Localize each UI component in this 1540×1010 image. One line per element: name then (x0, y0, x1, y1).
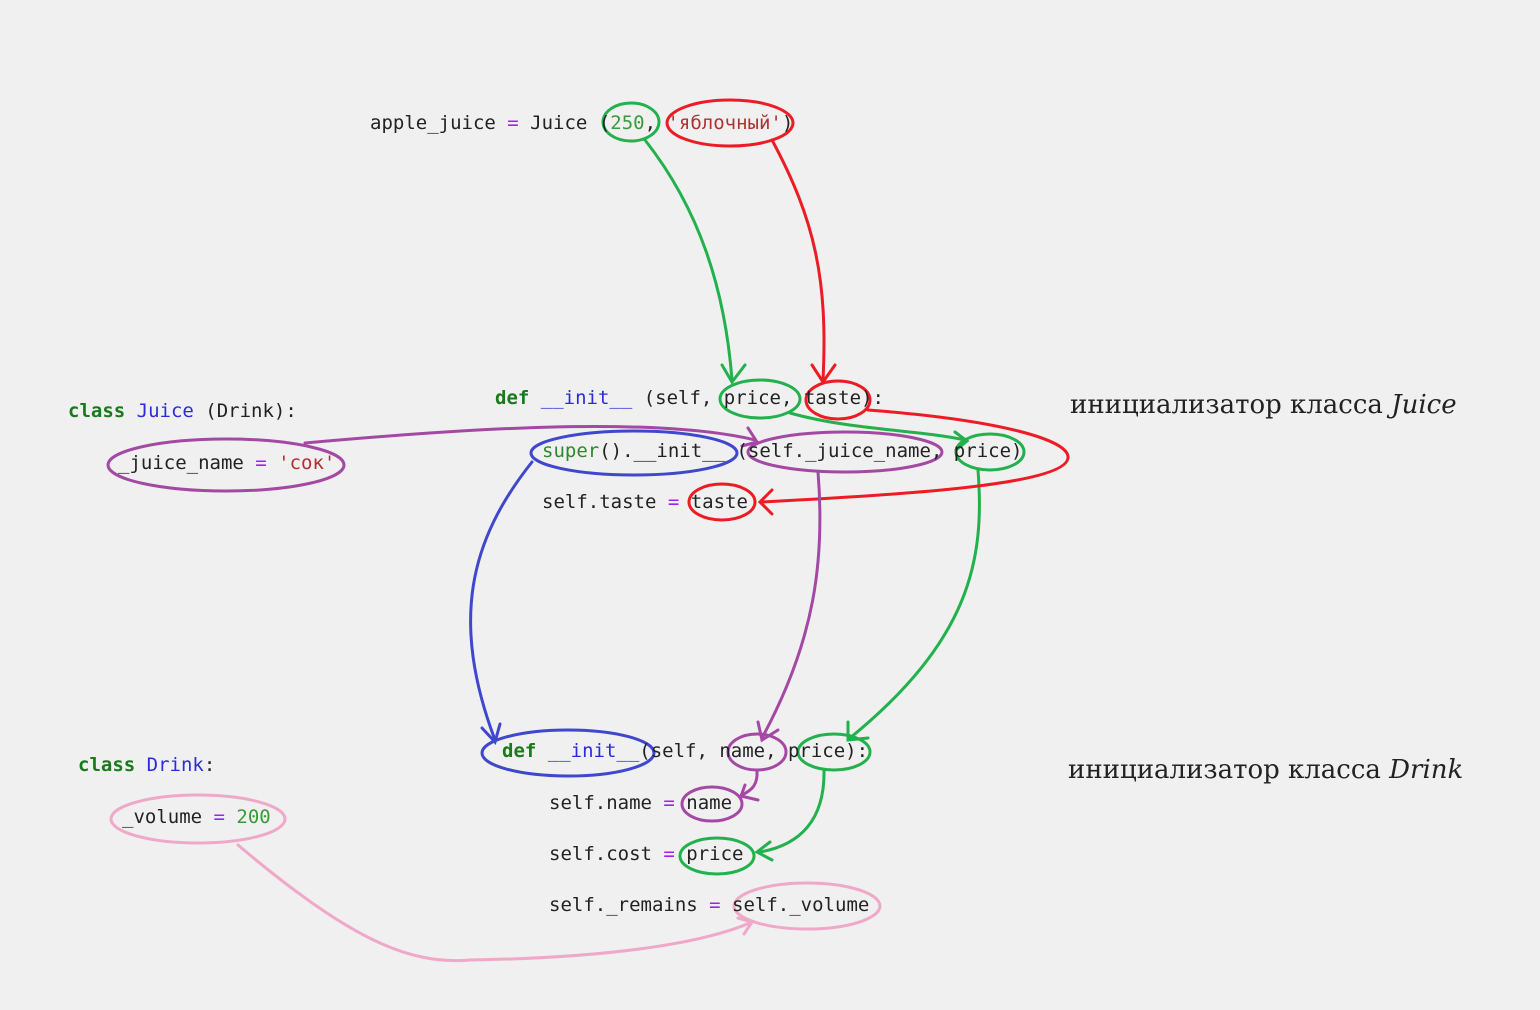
code-text: name (674, 792, 733, 814)
code-text: self._volume (720, 894, 870, 916)
class-name: Juice (125, 400, 194, 422)
keyword: class (78, 754, 136, 776)
call-line: apple_juice = Juice (250, 'яблочный') (370, 111, 793, 135)
label-class-name: Juice (1391, 390, 1457, 420)
keyword: def (495, 387, 530, 409)
drink-initializer-label: инициализатор класса Drink (1068, 755, 1463, 785)
juice-class-line: class Juice (Drink): (68, 399, 297, 423)
attr-name: _volume (122, 806, 203, 828)
operator: = (663, 792, 675, 814)
code-text: (self, price, taste): (632, 387, 884, 409)
green-price-flow (601, 101, 1026, 876)
operator: = (667, 491, 680, 513)
variable: apple_juice (370, 112, 496, 134)
operator: = (709, 894, 721, 916)
code-text: price (674, 843, 744, 865)
code-text: : (203, 754, 216, 776)
code-text: self._remains (549, 894, 710, 916)
blue-init-flow (469, 429, 739, 778)
class-ref: Juice (530, 112, 599, 134)
pink-volume-flow (109, 793, 882, 963)
operator: = (243, 452, 279, 474)
code-text: self.taste (542, 491, 668, 513)
drink-attr-line: _volume = 200 (122, 805, 271, 829)
drink-cost-line: self.cost = price (549, 842, 743, 866)
keyword: def (502, 740, 537, 762)
operator: = (663, 843, 675, 865)
operator: = (495, 112, 531, 134)
juice-init-line: def __init__ (self, price, taste): (495, 386, 884, 410)
code-text: ().__init__ (self._juice_name, price) (599, 440, 1023, 462)
red-taste-flow (665, 98, 1070, 522)
attr-name: _juice_name (118, 452, 244, 474)
price-arg: 250 (610, 112, 645, 134)
drink-class-line: class Drink: (78, 753, 215, 777)
drink-init-line: def __init__(self, name, price): (502, 739, 868, 763)
paren: ( (598, 112, 611, 134)
juice-super-line: super().__init__ (self._juice_name, pric… (542, 439, 1022, 463)
code-text: (Drink): (193, 400, 297, 422)
builtin: super (542, 440, 600, 462)
comma: , (644, 112, 668, 134)
attr-value: 'сок' (278, 452, 336, 474)
code-text: self.cost (549, 843, 664, 865)
code-text: self.name (549, 792, 664, 814)
juice-initializer-label: инициализатор класса Juice (1070, 390, 1457, 420)
drink-remains-line: self._remains = self._volume (549, 893, 869, 917)
juice-taste-line: self.taste = taste (542, 490, 748, 514)
label-text: инициализатор класса (1070, 390, 1392, 420)
method-name: __init__ (529, 387, 633, 409)
operator: = (202, 806, 237, 828)
label-text: инициализатор класса (1068, 755, 1390, 785)
taste-arg: 'яблочный' (667, 112, 782, 134)
class-name: Drink (135, 754, 204, 776)
paren: ) (781, 112, 794, 134)
code-text: (self, name, price): (639, 740, 869, 762)
attr-value: 200 (236, 806, 271, 828)
method-name: __init__ (536, 740, 640, 762)
drink-name-line: self.name = name (549, 791, 732, 815)
juice-attr-line: _juice_name = 'сок' (118, 451, 335, 475)
keyword: class (68, 400, 126, 422)
label-class-name: Drink (1389, 755, 1464, 785)
code-text: taste (679, 491, 748, 513)
purple-name-flow (106, 425, 944, 823)
